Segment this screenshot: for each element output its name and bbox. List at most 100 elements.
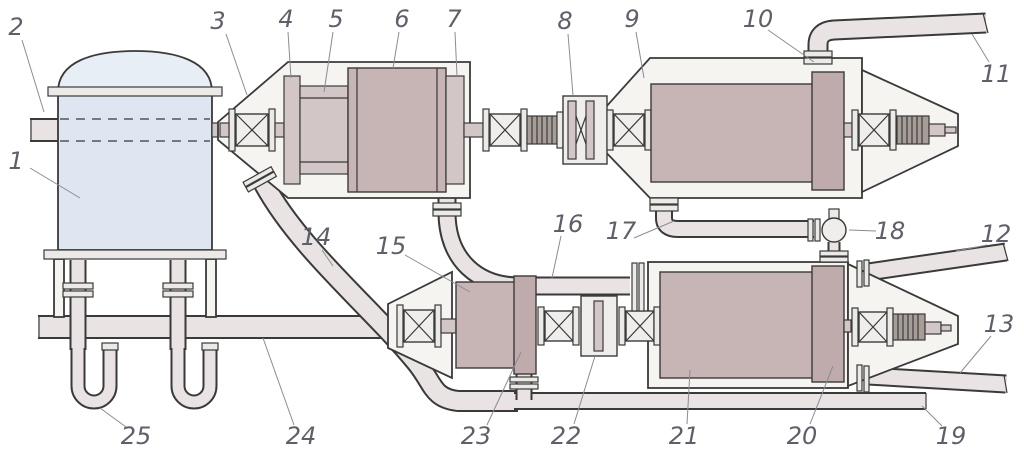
tail-nozzle <box>940 324 952 332</box>
bellows-2 <box>896 115 930 145</box>
leader-line-1 <box>29 167 81 199</box>
upper-outlet-flange <box>856 259 870 288</box>
part-label-21: 21 <box>668 422 700 450</box>
casing9-drain-flange <box>649 197 679 212</box>
leader-line-8 <box>567 33 574 96</box>
part-label-20: 20 <box>786 422 818 450</box>
shaft-stub <box>440 318 457 334</box>
shaft-stub <box>843 122 853 138</box>
leader-line-12 <box>955 244 988 252</box>
bellows-1 <box>526 111 564 149</box>
bottom-train <box>387 208 959 393</box>
leader-line-2 <box>21 39 45 113</box>
shaft-stub <box>219 122 230 138</box>
leader-line-9 <box>635 31 645 79</box>
part-15-rotor <box>455 281 519 369</box>
hanger-pipe-left <box>62 260 94 350</box>
leader-line-10 <box>767 29 815 63</box>
part-label-11: 11 <box>980 60 1012 88</box>
part-label-10: 10 <box>742 5 774 33</box>
leader-line-4 <box>287 31 292 79</box>
upper-outlet-pipe <box>866 242 1009 282</box>
lower-outlet-pipe <box>867 366 1008 394</box>
leader-line-16 <box>551 235 562 279</box>
shaft-stub <box>463 122 484 138</box>
part-label-1: 1 <box>8 147 24 175</box>
part-7-plate <box>445 75 465 185</box>
part-22-coupling-unit <box>580 295 618 357</box>
top-train <box>217 50 959 217</box>
part-label-17: 17 <box>605 217 637 245</box>
transfer-pipe-inlet-flange <box>631 262 645 312</box>
part-label-18: 18 <box>874 217 906 245</box>
transfer-pipe-flange <box>432 202 462 217</box>
part-label-24: 24 <box>285 422 317 450</box>
stand-plate-right <box>205 258 217 318</box>
leader-line-14 <box>321 249 334 267</box>
part-label-19: 19 <box>935 422 967 450</box>
valve-body <box>821 217 847 243</box>
u-tube-right <box>170 342 219 410</box>
coupling-2 <box>482 108 528 152</box>
part-label-25: 25 <box>120 422 152 450</box>
leader-line-6 <box>392 31 400 69</box>
coupling-5 <box>396 304 442 348</box>
part-4-plate <box>283 75 301 185</box>
coupling-8 <box>851 307 894 347</box>
bellows-3 <box>892 313 926 341</box>
coupling-4 <box>851 109 897 151</box>
vessel-assembly <box>43 50 227 410</box>
leader-line-20 <box>809 365 834 425</box>
part-10-end-plate <box>811 71 845 191</box>
lower-outlet-flange <box>856 364 870 393</box>
part-23-end-plate <box>513 275 537 375</box>
part-label-15: 15 <box>375 232 407 260</box>
part-label-2: 2 <box>8 13 24 41</box>
stack-flange <box>803 50 833 65</box>
part-6-rotor <box>347 67 447 193</box>
part-label-23: 23 <box>460 422 492 450</box>
vessel-base-flange <box>43 249 227 260</box>
leader-lines <box>21 29 992 428</box>
leader-line-24 <box>262 337 295 426</box>
shaft-stub <box>843 319 852 333</box>
leader-line-23 <box>486 351 522 426</box>
shaft-stub <box>274 122 285 138</box>
part-20-end-plate <box>811 265 845 383</box>
part-9-rotor <box>650 83 822 183</box>
tail-shaft <box>928 123 946 137</box>
part-label-4: 4 <box>278 5 294 33</box>
leader-line-19 <box>921 405 943 427</box>
tail-shaft <box>924 321 942 335</box>
coupling-6 <box>537 306 580 346</box>
part-label-6: 6 <box>394 5 410 33</box>
part-21-rotor <box>659 271 841 379</box>
vessel-top-flange <box>47 86 223 97</box>
leader-line-3 <box>225 33 248 96</box>
transfer-pipe <box>437 198 630 296</box>
bottom-pipe <box>514 392 927 410</box>
part-label-12: 12 <box>980 220 1012 248</box>
valve-stem-flange <box>819 250 849 263</box>
coupling-7 <box>618 306 661 346</box>
leader-line-15 <box>404 254 471 293</box>
vessel-dome <box>57 50 213 93</box>
leader-line-17 <box>633 220 675 239</box>
leader-line-5 <box>323 31 334 93</box>
u-tube-left <box>70 342 119 410</box>
leader-line-18 <box>848 229 877 232</box>
part-label-16: 16 <box>552 210 584 238</box>
part-label-3: 3 <box>210 7 226 35</box>
part-label-7: 7 <box>446 5 462 33</box>
drain-stub-flange <box>509 376 539 390</box>
vessel-body <box>57 91 213 251</box>
leader-line-22 <box>573 355 596 425</box>
exhaust-stack-pipe <box>807 12 989 62</box>
leader-line-25 <box>99 407 127 428</box>
part-label-14: 14 <box>300 223 332 251</box>
leader-line-11 <box>971 33 990 63</box>
inlet-pipe <box>30 118 60 142</box>
leader-line-13 <box>959 335 992 374</box>
supply-pipe <box>38 315 392 339</box>
